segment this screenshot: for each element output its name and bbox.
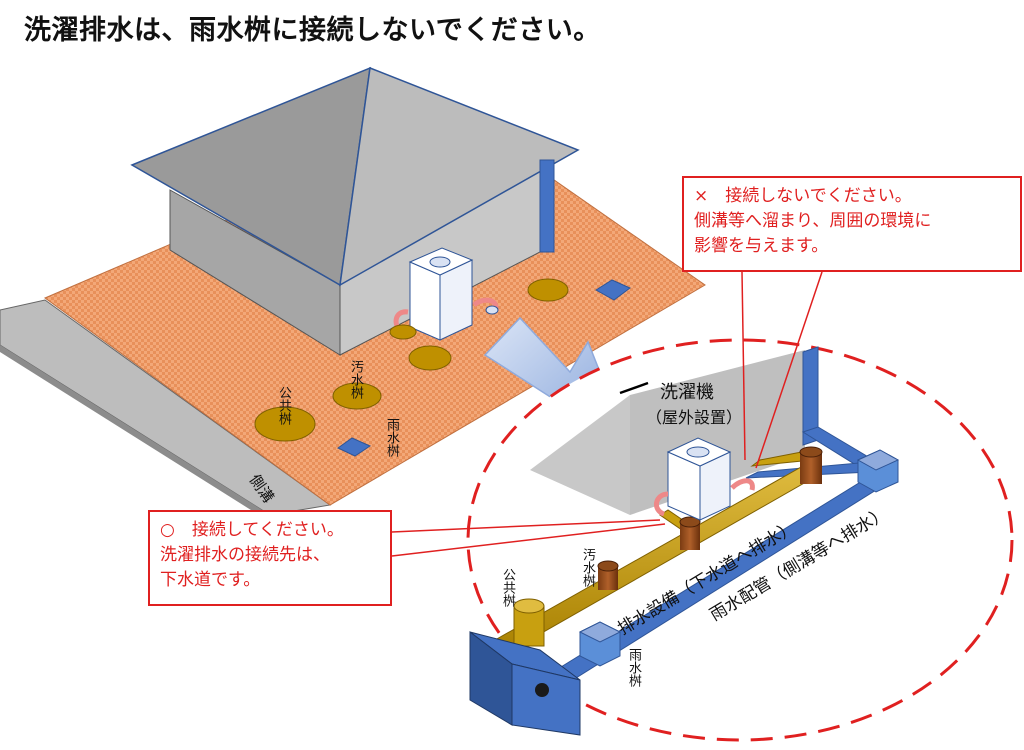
label-public-basin-small: 公共桝 — [276, 386, 291, 425]
zoom-sewage-basin-mid-top — [679, 516, 701, 528]
label-sewage-basin-zoom: 汚水桝 — [580, 548, 595, 587]
note-ok-line1: ○ 接続してください。 — [160, 520, 344, 540]
washer-zoom-lid — [686, 446, 710, 458]
label-washer: 洗濯機 — [660, 382, 714, 403]
leader-ng-2 — [755, 271, 823, 469]
downpipe — [539, 159, 555, 253]
zoom-sewage-basin-far-top — [799, 446, 823, 458]
washer-small-lid — [429, 256, 451, 268]
hose-ok-zoom — [654, 491, 669, 517]
leader-ok-1 — [391, 519, 661, 533]
zoom-side-ditch-side — [511, 663, 581, 736]
public-basin-small — [254, 406, 316, 442]
sewage-basin-near-house — [389, 324, 417, 340]
road-edge — [0, 345, 270, 522]
hose-end — [485, 305, 499, 315]
zoom-roof-edge — [619, 381, 649, 395]
note-do-not-connect: × 接続しないでください。 側溝等へ溜まり、周囲の環境に 影響を与えます。 — [682, 176, 1022, 272]
note-ok-line2: 洗濯排水の接続先は、 — [160, 545, 330, 565]
house-roof-right — [339, 66, 580, 287]
zoom-rain-basin-far-top — [856, 449, 900, 471]
leader-ok-2 — [391, 523, 666, 557]
zoom-sewage-basin-far — [800, 452, 822, 484]
sewage-basin-3 — [527, 278, 569, 302]
note-ng-line1: × 接続しないでください。 — [694, 186, 912, 206]
zoom-public-basin-top — [513, 598, 545, 614]
ditch-outlet — [535, 683, 549, 697]
zoom-sewage-basin-near — [598, 566, 618, 590]
rain-basin-small-1 — [595, 279, 631, 301]
note-ng-line2: 側溝等へ溜まり、周囲の環境に — [694, 211, 932, 231]
page-title: 洗濯排水は、雨水桝に接続しないでください。 — [24, 15, 601, 46]
sewage-basin-2 — [408, 345, 452, 371]
label-sewage-basin-small: 汚水桝 — [348, 360, 363, 399]
rain-basin-small-2 — [337, 437, 372, 457]
note-ng-line3: 影響を与えます。 — [694, 236, 829, 256]
zoom-rain-basin-near-top — [578, 621, 622, 643]
sewage-basin-4 — [332, 382, 382, 410]
note-ok-line3: 下水道です。 — [160, 570, 261, 590]
zoom-sewage-basin-mid — [680, 522, 700, 550]
leader-ng-1 — [741, 271, 746, 461]
label-public-basin-zoom: 公共桝 — [500, 568, 515, 607]
label-rain-basin-zoom: 雨水桝 — [626, 648, 641, 687]
label-washer-outdoor: （屋外設置） — [646, 408, 743, 427]
label-rain-basin-small: 雨水桝 — [384, 418, 399, 457]
zoom-sewage-basin-near-top — [597, 560, 619, 572]
note-please-connect: ○ 接続してください。 洗濯排水の接続先は、 下水道です。 — [148, 510, 392, 606]
hose-ng-zoom — [730, 478, 755, 491]
zoom-house-roof — [530, 395, 630, 515]
